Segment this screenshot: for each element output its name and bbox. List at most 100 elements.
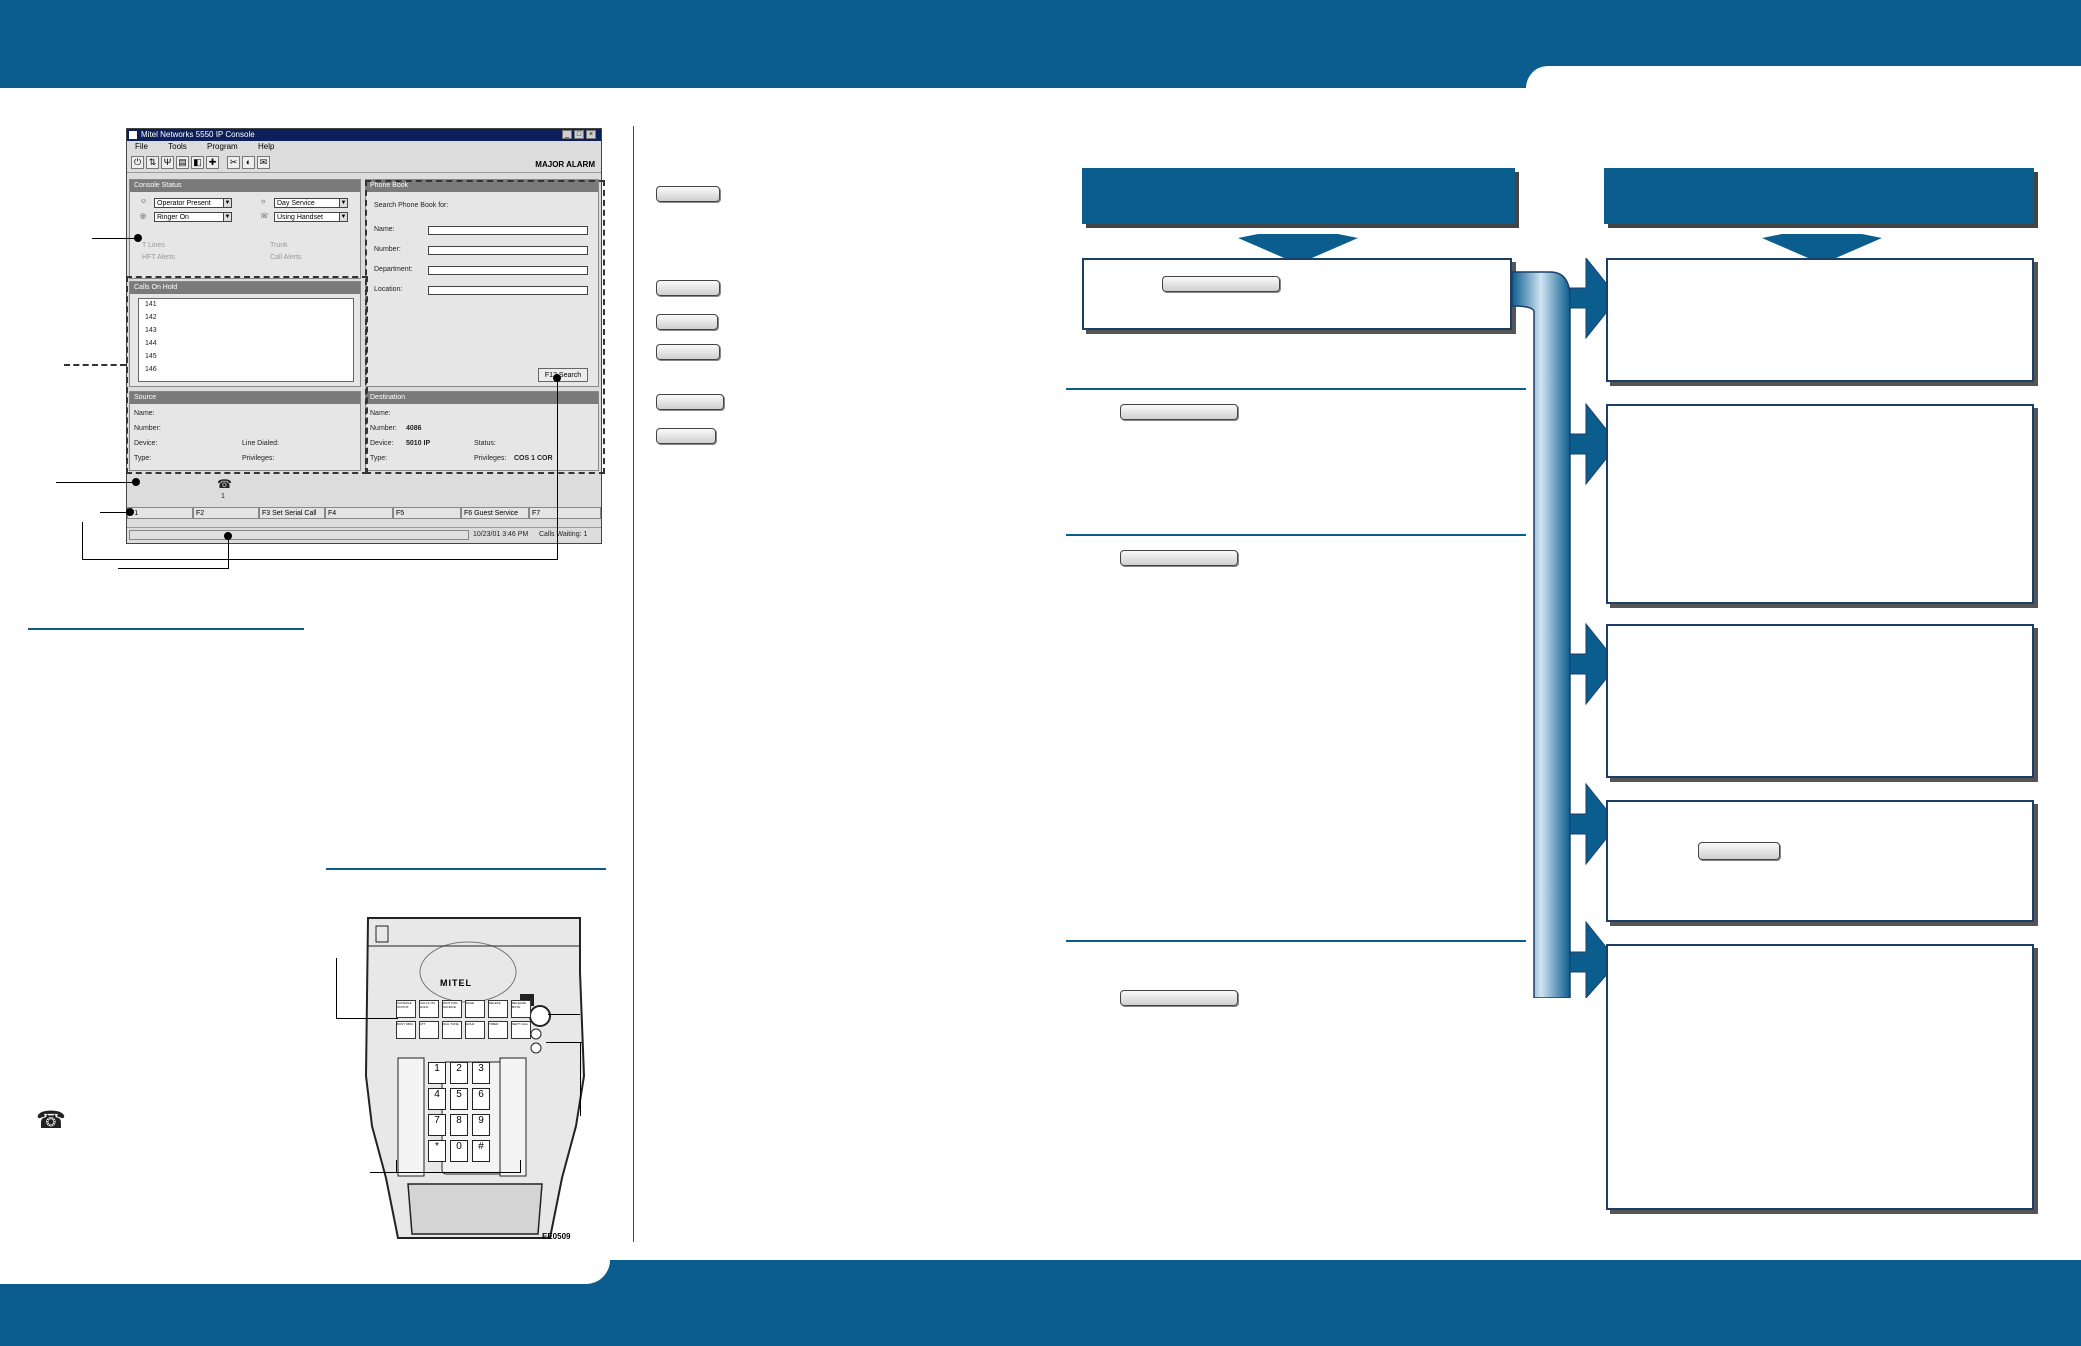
keypad-function-keys: CONSOLE STATUS CALLS ON HOLD WAIT FOR SO…: [396, 1000, 534, 1040]
keypad-key-console-status[interactable]: CONSOLE STATUS: [396, 1000, 416, 1018]
f4-key[interactable]: F4: [325, 507, 393, 519]
key-button[interactable]: [656, 394, 724, 410]
source-panel: Source Name: Number: Device: Line Dialed…: [129, 391, 361, 471]
hold-area-highlight: [126, 276, 368, 474]
mail-icon[interactable]: ✉: [257, 156, 270, 169]
flow-box-4: [1606, 800, 2034, 922]
key-button[interactable]: [656, 314, 718, 330]
bottom-banner-notch: [0, 1260, 610, 1284]
keypad-key-page[interactable]: PAGE: [465, 1000, 485, 1018]
callout-line: [82, 522, 83, 560]
service-mode-dropdown[interactable]: Day Service▼: [274, 198, 348, 208]
keypad-key-delete[interactable]: DELETE: [488, 1000, 508, 1018]
keypad-key-hold[interactable]: HOLD: [465, 1021, 485, 1039]
f6-key[interactable]: F6 Guest Service: [461, 507, 529, 519]
keypad-key-release-both[interactable]: RELEASE BOTH: [511, 1000, 531, 1018]
list-item[interactable]: 141: [145, 301, 157, 308]
list-item[interactable]: 144: [145, 340, 157, 347]
handset-value: Using Handset: [277, 214, 323, 221]
f7-key[interactable]: F7: [529, 507, 601, 519]
dial-key-2[interactable]: 2: [450, 1062, 468, 1084]
list-item[interactable]: 142: [145, 314, 157, 321]
key-button[interactable]: [656, 280, 720, 296]
key-button[interactable]: [1162, 276, 1280, 292]
menu-bar: File Tools Program Help: [127, 141, 601, 153]
dest-number-value: 4086: [406, 425, 422, 432]
service-mode-value: Day Service: [277, 200, 315, 207]
key-button[interactable]: [656, 186, 720, 202]
operator-status-dropdown[interactable]: Operator Present▼: [154, 198, 232, 208]
callout-line: [396, 1160, 397, 1173]
callout-line: [548, 1014, 580, 1015]
keypad-key-att[interactable]: ATT: [419, 1021, 439, 1039]
f5-key[interactable]: F5: [393, 507, 461, 519]
department-field[interactable]: [428, 266, 588, 275]
dial-key-4[interactable]: 4: [428, 1088, 446, 1110]
phonebook-icon[interactable]: ▤: [176, 156, 189, 169]
handset-dropdown[interactable]: Using Handset▼: [274, 212, 348, 222]
operator-status-value: Operator Present: [157, 200, 211, 207]
transfer-icon[interactable]: ⇅: [146, 156, 159, 169]
dial-key-star[interactable]: *: [428, 1140, 446, 1162]
service-icon: ☼: [260, 198, 267, 205]
antenna-icon[interactable]: Ψ: [161, 156, 174, 169]
keypad-key-calls-on-hold[interactable]: CALLS ON HOLD: [419, 1000, 439, 1018]
section-rule: [1066, 534, 1526, 536]
keypad-key-timed[interactable]: TIMED: [488, 1021, 508, 1039]
door-icon[interactable]: ◧: [191, 156, 204, 169]
keypad-key-busy-misc[interactable]: BUSY MISC: [396, 1021, 416, 1039]
minimize-button[interactable]: _: [562, 130, 572, 139]
list-item[interactable]: 143: [145, 327, 157, 334]
queue-count: 1: [221, 493, 225, 500]
search-button[interactable]: F12 Search: [538, 368, 588, 382]
f1-key[interactable]: F1: [127, 507, 193, 519]
callout-line: [82, 559, 558, 560]
maximize-button[interactable]: □: [574, 130, 584, 139]
dial-key-9[interactable]: 9: [472, 1114, 490, 1136]
dial-key-0[interactable]: 0: [450, 1140, 468, 1162]
crosshair-icon[interactable]: ✚: [206, 156, 219, 169]
name-field[interactable]: [428, 226, 588, 235]
status-dim-item: Call Alerts: [270, 254, 302, 261]
key-button[interactable]: [1120, 404, 1238, 420]
dial-key-hash[interactable]: #: [472, 1140, 490, 1162]
menu-help[interactable]: Help: [257, 142, 275, 151]
phone-book-panel: Phone Book Search Phone Book for: Name: …: [365, 179, 599, 387]
section-rule: [28, 628, 304, 630]
keypad-key-next-call[interactable]: NEXT CALL: [511, 1021, 531, 1039]
keypad-key-wait-for-source[interactable]: WAIT FOR SOURCE: [442, 1000, 462, 1018]
cut-icon[interactable]: ✂: [227, 156, 240, 169]
keypad-brand-logo: MITEL: [440, 978, 472, 988]
location-field[interactable]: [428, 286, 588, 295]
dial-key-6[interactable]: 6: [472, 1088, 490, 1110]
number-field[interactable]: [428, 246, 588, 255]
calls-on-hold-panel: Calls On Hold 141 142 143 144 145 146: [129, 281, 361, 387]
menu-tools[interactable]: Tools: [168, 142, 187, 151]
menu-file[interactable]: File: [135, 142, 148, 151]
close-button[interactable]: ×: [586, 130, 596, 139]
key-button[interactable]: [1120, 990, 1238, 1006]
dial-key-1[interactable]: 1: [428, 1062, 446, 1084]
list-item[interactable]: 145: [145, 353, 157, 360]
keypad-key-dial-tone[interactable]: DIAL TONE: [442, 1021, 462, 1039]
f3-key[interactable]: F3 Set Serial Call: [259, 507, 325, 519]
dial-key-7[interactable]: 7: [428, 1114, 446, 1136]
dial-key-8[interactable]: 8: [450, 1114, 468, 1136]
dial-key-5[interactable]: 5: [450, 1088, 468, 1110]
list-item[interactable]: 146: [145, 366, 157, 373]
operator-icon: ☺: [140, 198, 148, 205]
callout-dot: [553, 374, 561, 382]
console-window: Mitel Networks 5550 IP Console _ □ × Fil…: [126, 128, 602, 544]
key-button[interactable]: [1698, 842, 1780, 860]
key-button[interactable]: [656, 428, 716, 444]
callout-line: [370, 1172, 520, 1173]
ringer-dropdown[interactable]: Ringer On▼: [154, 212, 232, 222]
menu-program[interactable]: Program: [207, 142, 238, 151]
key-button[interactable]: [656, 344, 720, 360]
location-label: Location:: [374, 286, 403, 293]
f2-key[interactable]: F2: [193, 507, 259, 519]
key-button[interactable]: [1120, 550, 1238, 566]
power-icon[interactable]: ⏻: [131, 156, 144, 169]
hold-icon[interactable]: ◐: [242, 156, 255, 169]
dial-key-3[interactable]: 3: [472, 1062, 490, 1084]
